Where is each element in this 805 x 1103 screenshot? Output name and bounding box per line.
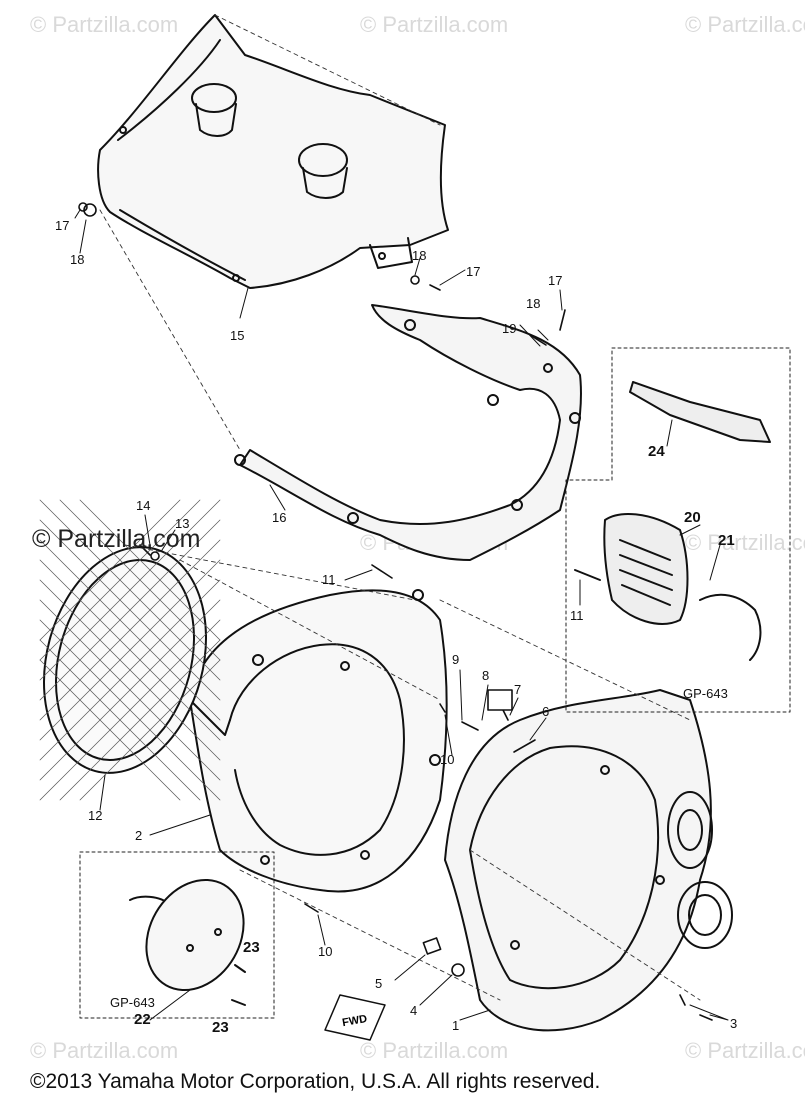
- watermark-main: © Partzilla.com: [32, 525, 201, 553]
- callout-6: 6: [542, 704, 549, 719]
- callout-10: 10: [318, 944, 332, 959]
- watermark: © Partzilla.com: [685, 530, 805, 555]
- leader-lines: [74, 209, 729, 1021]
- part-16-shroud-lower: [234, 304, 582, 561]
- callout-14: 14: [136, 498, 150, 513]
- callout-23: 23: [212, 1019, 229, 1036]
- callout-12: 12: [88, 808, 102, 823]
- callout-8: 8: [482, 668, 489, 683]
- callout-4: 4: [410, 1003, 417, 1018]
- watermark: © Partzilla.com: [360, 1038, 509, 1063]
- inset-label: GP-643: [683, 686, 728, 701]
- callout-11: 11: [570, 608, 584, 623]
- callout-18: 18: [70, 252, 84, 267]
- callout-19: 19: [502, 321, 516, 336]
- alignment-lines: [99, 14, 701, 1001]
- watermark: © Partzilla.com: [685, 12, 805, 37]
- part-2-air-shroud: [189, 589, 448, 893]
- callouts: 15 16 17 18 18 17 17 18 19 24 20 21 11 1…: [55, 218, 737, 1036]
- callout-2: 2: [135, 828, 142, 843]
- watermark: © Partzilla.com: [360, 12, 509, 37]
- callout-15: 15: [230, 328, 244, 343]
- callout-18: 18: [526, 296, 540, 311]
- callout-23: 23: [243, 939, 260, 956]
- callout-17: 17: [548, 273, 562, 288]
- inset-left: [79, 851, 275, 1019]
- callout-16: 16: [272, 510, 286, 525]
- callout-21: 21: [718, 532, 735, 549]
- part-12-mesh: [39, 499, 221, 801]
- watermark: © Partzilla.com: [685, 1038, 805, 1063]
- inset-right: [565, 347, 791, 713]
- callout-18: 18: [412, 248, 426, 263]
- callout-9: 9: [452, 652, 459, 667]
- callout-7: 7: [514, 682, 521, 697]
- callout-22: 22: [134, 1011, 151, 1028]
- callout-20: 20: [684, 509, 701, 526]
- callout-11: 11: [322, 572, 336, 587]
- part-15-shroud: [97, 14, 449, 289]
- copyright-notice: ©2013 Yamaha Motor Corporation, U.S.A. A…: [30, 1070, 601, 1093]
- callout-10: 10: [440, 752, 454, 767]
- watermark: © Partzilla.com: [30, 12, 179, 37]
- callout-5: 5: [375, 976, 382, 991]
- part-1-crankcase-cover: [444, 689, 733, 1032]
- callout-13: 13: [175, 516, 189, 531]
- hardware: [78, 202, 713, 1021]
- watermark: © Partzilla.com: [30, 1038, 179, 1063]
- callout-17: 17: [466, 264, 480, 279]
- fwd-label: FWD: [341, 1013, 368, 1029]
- callout-1: 1: [452, 1018, 459, 1033]
- fwd-arrow: [324, 994, 386, 1041]
- callout-24: 24: [648, 443, 665, 460]
- inset-label: GP-643: [110, 995, 155, 1010]
- callout-3: 3: [730, 1016, 737, 1031]
- callout-17: 17: [55, 218, 69, 233]
